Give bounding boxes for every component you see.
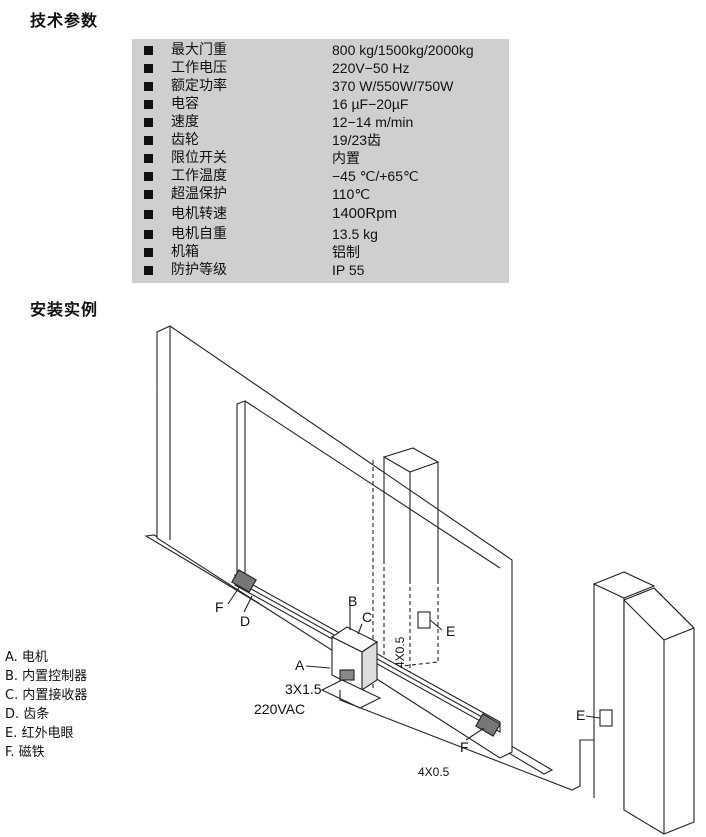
label-A: A bbox=[295, 657, 305, 673]
cable-route bbox=[339, 690, 594, 791]
label-voltage: 220VAC bbox=[254, 701, 305, 717]
spec-row: 齿轮 19/23齿 bbox=[132, 131, 509, 149]
photo-eye-post bbox=[417, 611, 431, 629]
bullet-icon bbox=[144, 100, 153, 109]
spec-value: −45 ℃/+65℃ bbox=[332, 168, 419, 184]
bullet-icon bbox=[144, 230, 153, 239]
spec-value: 13.5 kg bbox=[332, 226, 378, 242]
spec-label: 工作电压 bbox=[171, 60, 227, 76]
spec-label: 额定功率 bbox=[171, 78, 227, 94]
photo-eye-pillar bbox=[599, 709, 613, 727]
bullet-icon bbox=[144, 64, 153, 73]
spec-label: 电容 bbox=[171, 96, 199, 112]
spec-label: 机箱 bbox=[171, 244, 199, 260]
spec-row: 机箱 铝制 bbox=[132, 243, 509, 261]
spec-row: 电机自重 13.5 kg bbox=[132, 225, 509, 243]
bullet-icon bbox=[144, 136, 153, 145]
label-C: C bbox=[362, 609, 372, 625]
magnet-right bbox=[475, 713, 501, 737]
bullet-icon bbox=[144, 172, 153, 181]
bullet-icon bbox=[144, 154, 153, 163]
label-D: D bbox=[240, 613, 250, 629]
spec-value: 800 kg/1500kg/2000kg bbox=[332, 42, 474, 58]
spec-value: 16 µF−20µF bbox=[332, 96, 409, 112]
bullet-icon bbox=[144, 118, 153, 127]
legend: A. 电机 B. 内置控制器 C. 内置接收器 D. 齿条 E. 红外电眼 F.… bbox=[5, 648, 87, 762]
label-cable-vertical: 4X0.5 bbox=[393, 636, 407, 668]
label-E-right: E bbox=[576, 707, 585, 723]
spec-value: 220V−50 Hz bbox=[332, 60, 410, 76]
spec-value: 12−14 m/min bbox=[332, 114, 414, 130]
legend-item: B. 内置控制器 bbox=[5, 669, 88, 684]
legend-item: E. 红外电眼 bbox=[5, 726, 74, 741]
magnet-left bbox=[231, 569, 257, 593]
base-plate bbox=[320, 679, 382, 709]
spec-label: 最大门重 bbox=[171, 42, 227, 58]
label-cable-motor: 3X1.5 bbox=[285, 681, 322, 697]
install-heading: 安装实例 bbox=[30, 300, 99, 319]
spec-value: 内置 bbox=[332, 150, 360, 166]
spec-row: 限位开关 内置 bbox=[132, 149, 509, 167]
bullet-icon bbox=[144, 46, 153, 55]
spec-value: 370 W/550W/750W bbox=[332, 78, 454, 94]
spec-label: 电机自重 bbox=[171, 226, 227, 242]
bullet-icon bbox=[144, 266, 153, 275]
right-pillar bbox=[592, 571, 695, 835]
spec-value: IP 55 bbox=[332, 262, 365, 278]
spec-row: 电容 16 µF−20µF bbox=[132, 95, 509, 113]
spec-row: 速度 12−14 m/min bbox=[132, 113, 509, 131]
spec-row: 防护等级 IP 55 bbox=[132, 261, 509, 279]
label-F-right: F bbox=[460, 739, 469, 755]
legend-item: C. 内置接收器 bbox=[5, 688, 88, 703]
spec-row: 电机转速 1400Rpm bbox=[132, 205, 509, 223]
spec-label: 超温保护 bbox=[171, 186, 227, 202]
spec-label: 限位开关 bbox=[171, 150, 227, 166]
label-E-post: E bbox=[446, 623, 455, 639]
spec-label: 电机转速 bbox=[171, 206, 227, 222]
label-cable-bottom: 4X0.5 bbox=[418, 765, 450, 779]
legend-item: D. 齿条 bbox=[5, 707, 50, 722]
bullet-icon bbox=[144, 190, 153, 199]
spec-label: 工作温度 bbox=[171, 168, 227, 184]
spec-label: 速度 bbox=[171, 114, 199, 130]
spec-row: 工作电压 220V−50 Hz bbox=[132, 59, 509, 77]
label-F-left: F bbox=[215, 599, 224, 615]
spec-value: 铝制 bbox=[332, 244, 360, 260]
legend-item: F. 磁铁 bbox=[5, 745, 45, 760]
bullet-icon bbox=[144, 82, 153, 91]
bullet-icon bbox=[144, 210, 153, 219]
spec-row: 工作温度 −45 ℃/+65℃ bbox=[132, 167, 509, 185]
spec-label: 齿轮 bbox=[171, 132, 199, 148]
spec-value: 1400Rpm bbox=[332, 205, 398, 222]
label-B: B bbox=[348, 593, 357, 609]
spec-value: 19/23齿 bbox=[332, 132, 382, 148]
bullet-icon bbox=[144, 248, 153, 257]
specs-heading: 技术参数 bbox=[30, 11, 99, 30]
spec-row: 最大门重 800 kg/1500kg/2000kg bbox=[132, 41, 509, 59]
spec-label: 防护等级 bbox=[171, 262, 227, 278]
motor bbox=[330, 626, 379, 692]
legend-item: A. 电机 bbox=[5, 650, 48, 665]
spec-value: 110℃ bbox=[332, 186, 371, 202]
spec-row: 额定功率 370 W/550W/750W bbox=[132, 77, 509, 95]
spec-row: 超温保护 110℃ bbox=[132, 185, 509, 203]
gate-post bbox=[382, 447, 440, 580]
